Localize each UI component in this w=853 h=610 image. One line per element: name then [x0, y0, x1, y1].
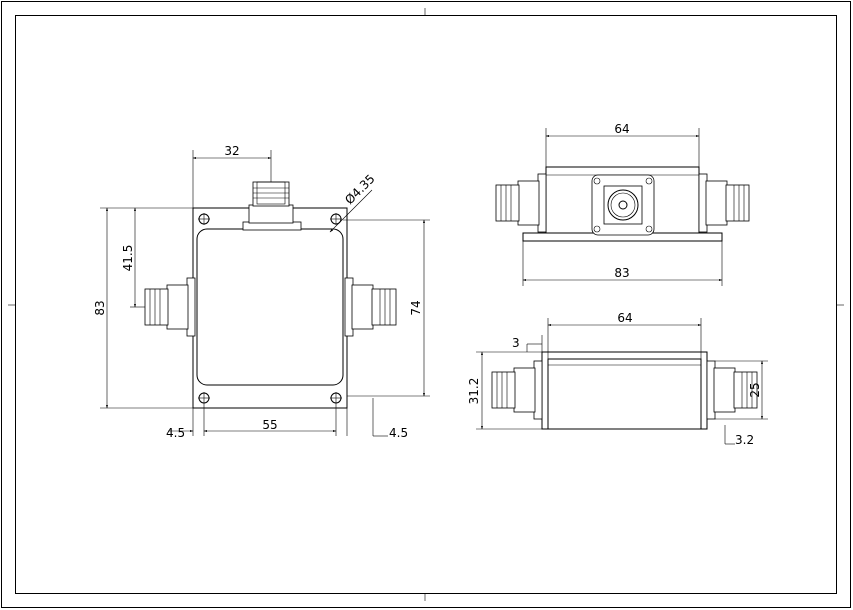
center-connector-icon — [591, 174, 655, 236]
dim-side-flange-offset: 3 — [512, 336, 520, 350]
dim-height-overall: 83 — [93, 300, 107, 315]
top-right-connector-icon — [698, 173, 750, 233]
side-view: 64 3 31.2 25 3.2 — [467, 311, 768, 447]
dim-hole-margin-left: 4.5 — [166, 426, 185, 440]
dim-height-side-conn: 41.5 — [121, 245, 135, 272]
dim-side-thickness: 3.2 — [735, 433, 754, 447]
dim-connector-offset: 32 — [224, 144, 239, 158]
dim-height-body: 74 — [409, 300, 423, 315]
side-right-connector-icon — [706, 360, 758, 420]
front-body — [196, 228, 344, 386]
dim-side-body-width: 64 — [617, 311, 632, 325]
top-connector-icon — [242, 181, 302, 231]
side-body — [547, 358, 702, 430]
dim-top-flange-width: 83 — [614, 266, 629, 280]
mounting-hole-icon — [198, 213, 342, 404]
top-view: 64 83 — [495, 122, 750, 286]
right-connector-icon — [344, 277, 397, 337]
dim-side-height-flange: 31.2 — [467, 378, 481, 405]
top-left-connector-icon — [495, 173, 547, 233]
dim-hole-spacing: 55 — [262, 418, 277, 432]
left-connector-icon — [144, 277, 196, 337]
dim-top-body-width: 64 — [614, 122, 629, 136]
side-left-connector-icon — [491, 360, 543, 420]
front-view: 32 Ø4.35 83 41.5 74 55 4.5 4.5 — [93, 144, 430, 440]
dim-hole-margin-right: 4.5 — [389, 426, 408, 440]
dim-side-height-body: 25 — [748, 382, 762, 397]
